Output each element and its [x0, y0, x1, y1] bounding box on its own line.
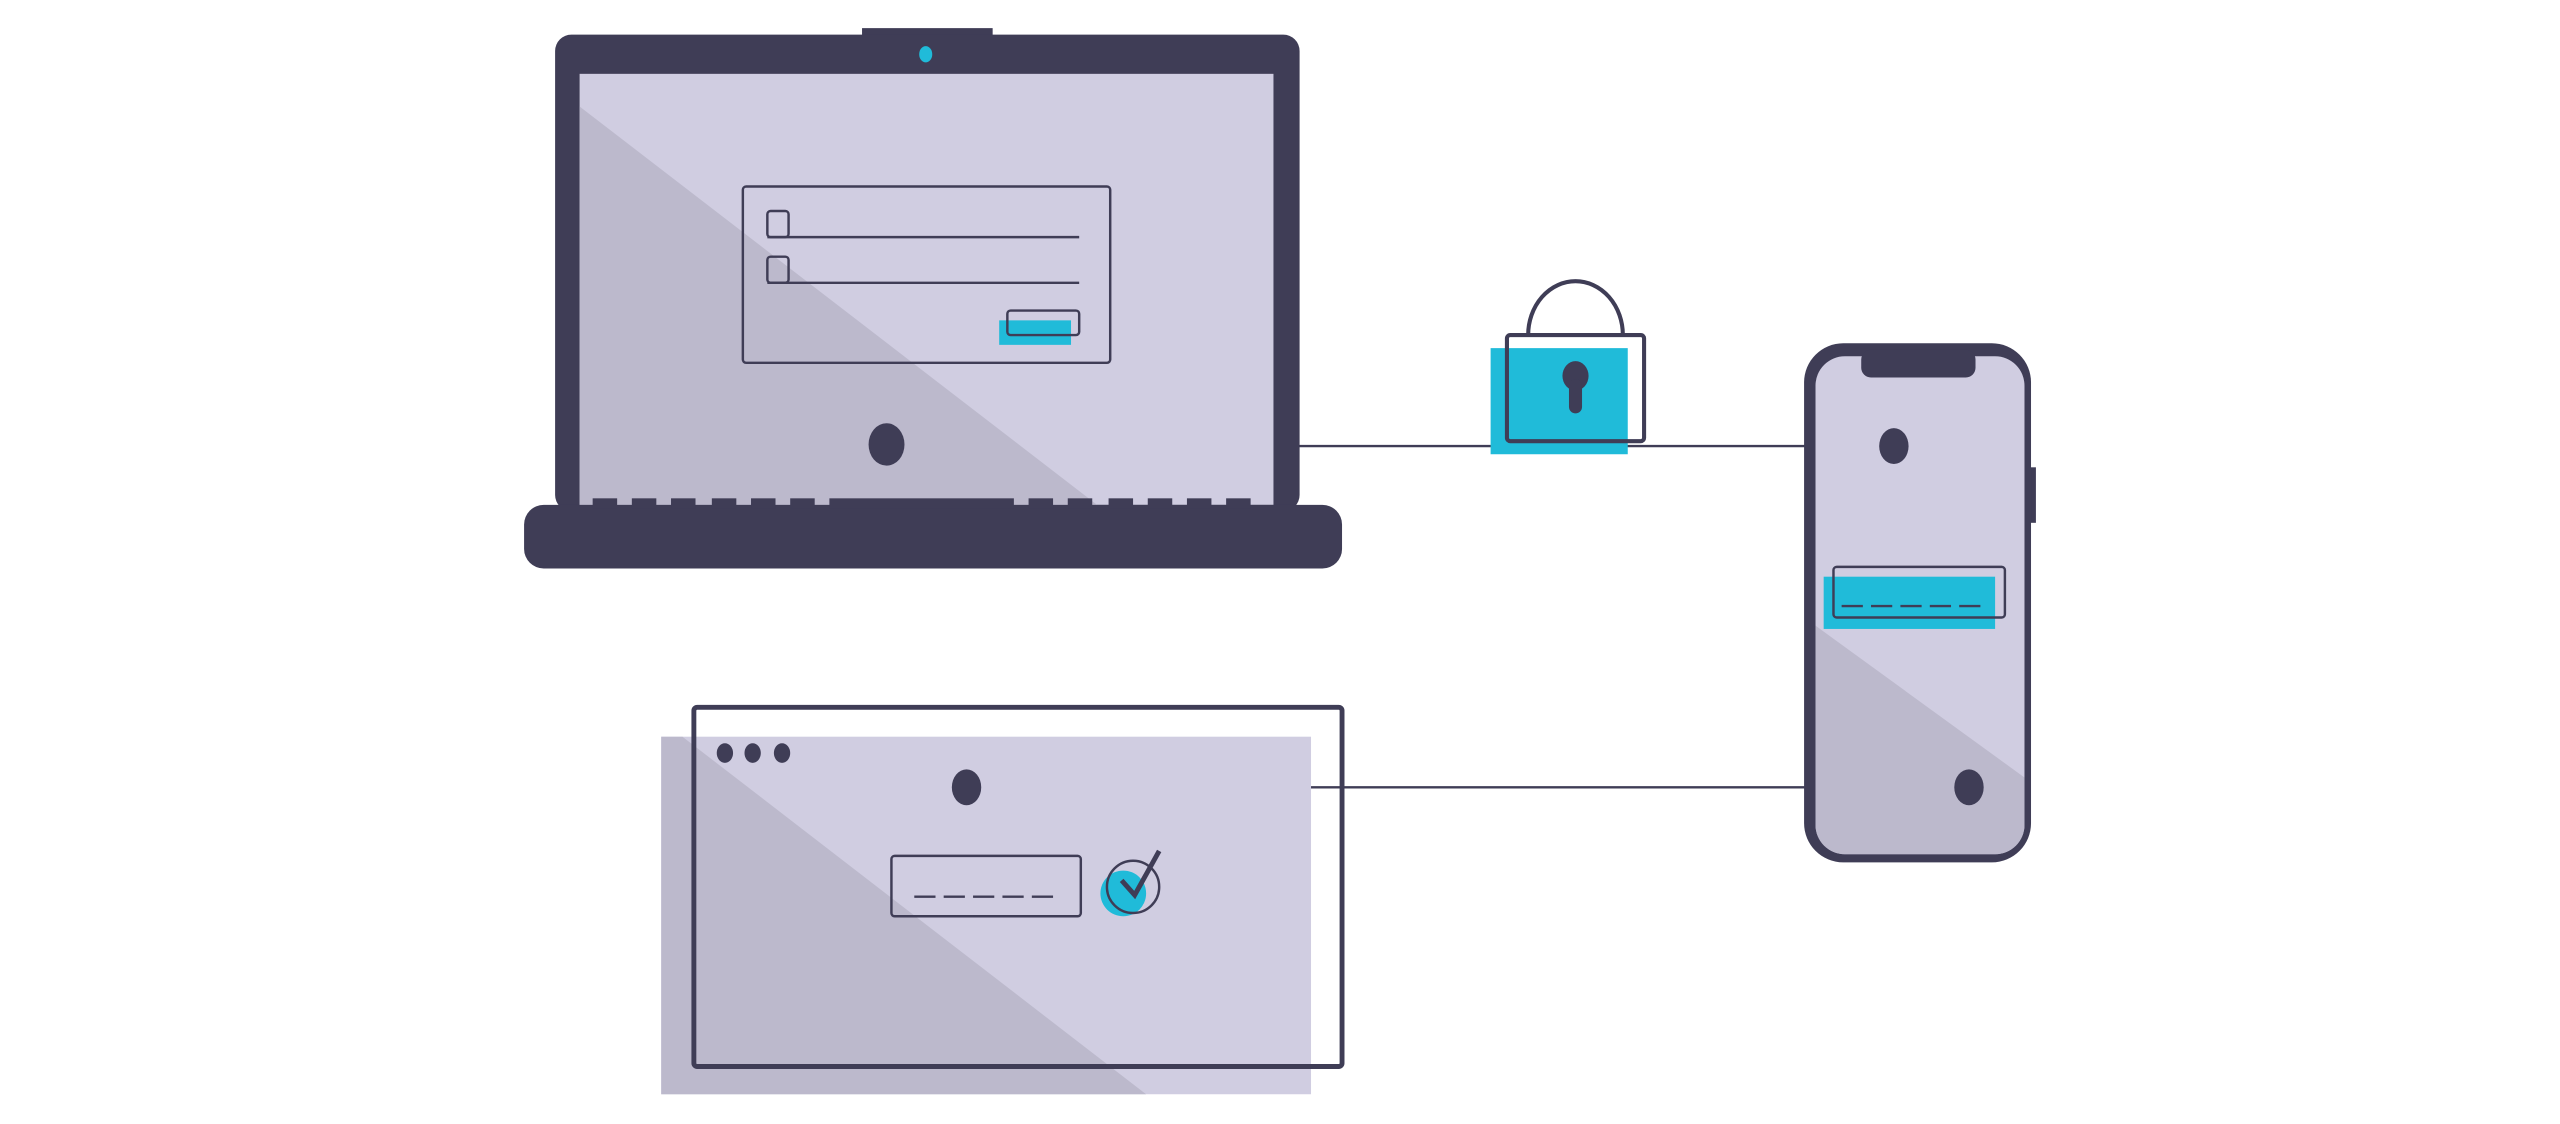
node-dot — [868, 423, 905, 466]
node-dot — [1879, 428, 1909, 465]
node-dot — [1954, 769, 1984, 806]
phone-notch — [1861, 349, 1976, 378]
lock-icon — [1490, 279, 1647, 455]
node-dot — [951, 769, 982, 806]
window-dot-icon — [744, 743, 761, 763]
checkmark-icon — [1100, 849, 1162, 917]
password-field — [890, 854, 1083, 918]
window-dot-icon — [773, 743, 791, 763]
password-field — [1832, 565, 2007, 619]
camera-icon — [919, 46, 933, 63]
window-dot-icon — [716, 743, 734, 763]
keyboard-keys — [592, 498, 1251, 509]
submit-button — [1006, 309, 1081, 337]
keyhole-icon — [1562, 361, 1589, 391]
browser-window-icon — [661, 704, 1345, 1095]
phone-icon — [1804, 343, 2036, 863]
laptop-icon — [524, 28, 1343, 569]
login-form — [741, 185, 1112, 365]
